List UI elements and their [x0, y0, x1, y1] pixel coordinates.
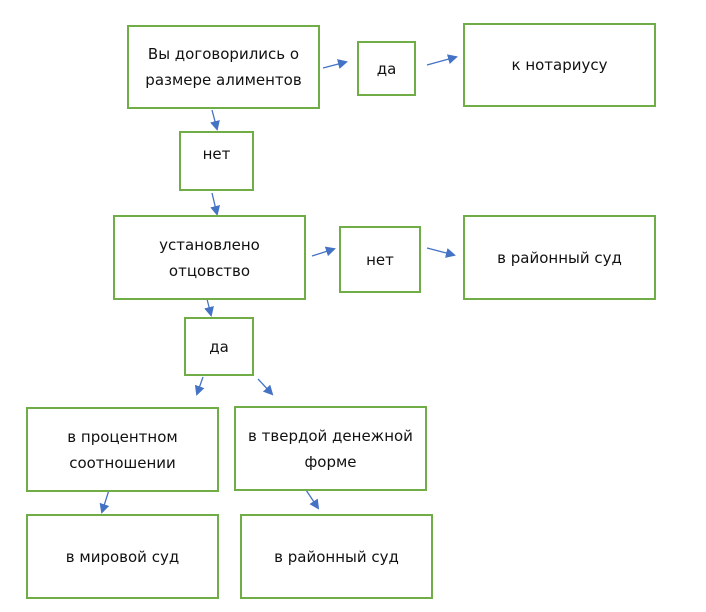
- node-no-1-label: нет: [202, 145, 231, 163]
- node-percent-label: в процентном соотношении: [67, 427, 178, 472]
- node-yes-1: да: [357, 41, 416, 96]
- node-no-2: нет: [339, 226, 421, 293]
- arrow-paternity-to-yes: [204, 298, 214, 317]
- arrow-fixed-to-district: [305, 489, 320, 510]
- node-district-court-2: в районный суд: [240, 514, 433, 599]
- node-notary-label: к нотариусу: [511, 56, 608, 74]
- arrow-agreed-to-yes: [322, 59, 348, 69]
- node-no-2-label: нет: [366, 250, 394, 269]
- arrow-percent-to-magistrate: [99, 489, 110, 514]
- node-agreed: Вы договорились о размере алиментов: [127, 25, 320, 109]
- arrow-yes-to-percent: [194, 376, 205, 396]
- node-percent: в процентном соотношении: [26, 407, 219, 492]
- node-yes-2: да: [184, 317, 254, 376]
- node-district-court-1: в районный суд: [463, 215, 656, 300]
- node-notary: к нотариусу: [463, 23, 656, 107]
- node-district-court-2-label: в районный суд: [274, 547, 399, 566]
- arrow-paternity-to-no: [311, 246, 336, 257]
- node-fixed: в твердой денежной форме: [234, 406, 427, 491]
- node-paternity: установлено отцовство: [113, 215, 306, 300]
- node-no-1: нет: [179, 131, 254, 191]
- arrow-agreed-to-no: [210, 109, 220, 131]
- node-yes-1-label: да: [376, 59, 397, 78]
- node-agreed-label: Вы договорились о размере алиментов: [145, 45, 302, 89]
- node-paternity-label: установлено отцовство: [159, 235, 260, 280]
- arrow-yes-to-fixed: [257, 378, 274, 396]
- node-magistrate-court: в мировой суд: [26, 514, 219, 599]
- node-district-court-1-label: в районный суд: [497, 248, 622, 267]
- arrow-no-to-paternity: [210, 192, 221, 216]
- arrow-no-to-district-court: [426, 247, 456, 258]
- node-fixed-label: в твердой денежной форме: [248, 426, 413, 471]
- node-yes-2-label: да: [209, 337, 229, 356]
- arrow-yes-to-notary: [426, 54, 458, 66]
- node-magistrate-court-label: в мировой суд: [65, 547, 180, 566]
